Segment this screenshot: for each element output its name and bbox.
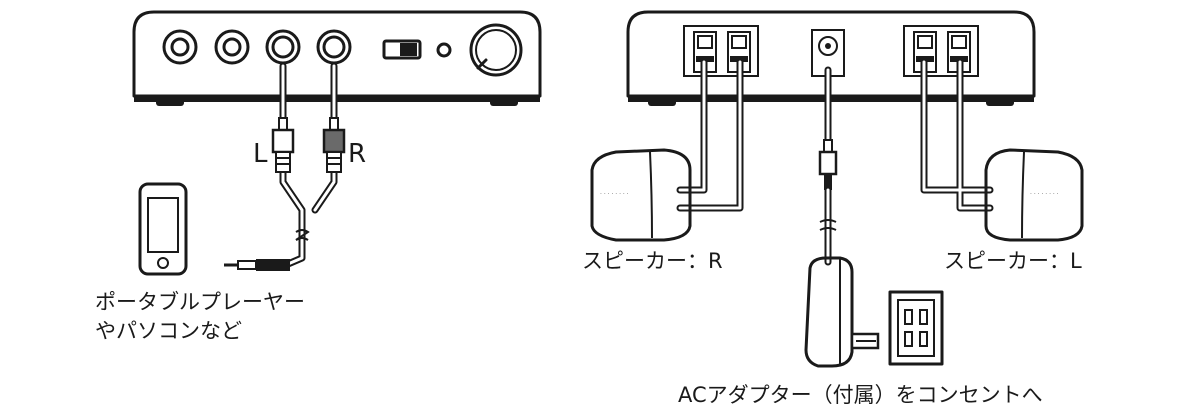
smartphone-icon	[138, 182, 188, 276]
speaker-r-logo: · · · · · · · ·	[600, 191, 629, 198]
dc-power-jack	[811, 29, 845, 77]
speaker-l-logo: · · · · · · · ·	[1030, 191, 1059, 198]
label-speaker-r: スピーカー：R	[582, 249, 723, 273]
rca-jack-right	[316, 29, 352, 65]
speaker-terminal-l	[903, 25, 979, 77]
mini-plug	[224, 259, 290, 271]
speaker-wires	[676, 58, 994, 212]
label-player-line1: ポータブルプレーヤー	[95, 290, 305, 314]
label-speaker-l: スピーカー：L	[944, 249, 1082, 273]
amp-back-foot-right	[986, 99, 1014, 106]
volume-knob	[469, 23, 523, 77]
label-ac-adapter: ACアダプター（付属）をコンセントへ	[678, 383, 1043, 407]
power-switch	[382, 39, 422, 60]
input-jack-2	[214, 29, 250, 65]
rca-cable	[224, 62, 346, 271]
indicator-lamp	[436, 42, 452, 58]
amp-front-foot-left	[156, 99, 184, 106]
ac-adapter	[804, 256, 880, 368]
amp-front-foot-right	[490, 99, 518, 106]
label-player-line2: やパソコンなど	[95, 319, 242, 343]
rca-jack-left	[265, 29, 301, 65]
rca-plug-right	[322, 117, 346, 173]
rca-plug-left	[271, 117, 295, 173]
speaker-terminal-r	[683, 25, 759, 77]
ac-adapter-cable	[818, 66, 838, 266]
amp-back-foot-left	[648, 99, 676, 106]
input-jack-1	[162, 29, 198, 65]
label-r: R	[348, 139, 366, 169]
label-l: L	[253, 139, 268, 169]
wall-outlet-icon	[888, 290, 944, 366]
speaker-l: · · · · · · · ·	[984, 148, 1084, 242]
speaker-r: · · · · · · · ·	[590, 148, 692, 242]
dc-plug	[818, 139, 838, 190]
